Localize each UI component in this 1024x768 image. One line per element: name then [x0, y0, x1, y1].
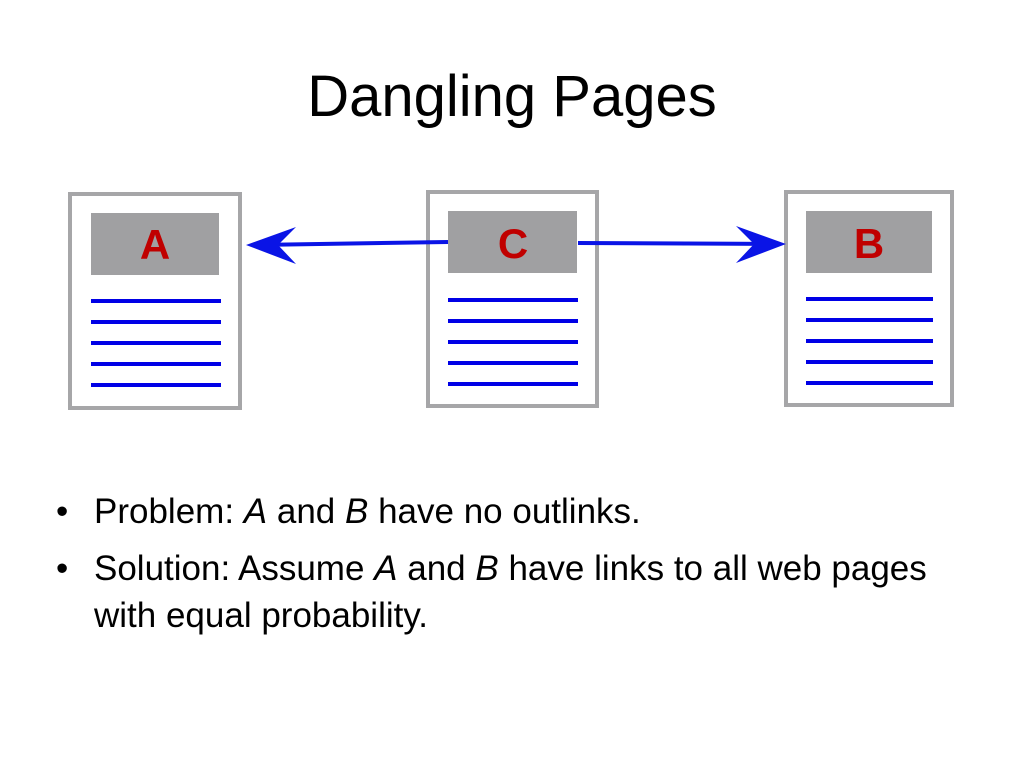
text-run-italic: B: [475, 549, 499, 588]
text-run: and: [267, 492, 345, 531]
text-run-italic: A: [243, 492, 268, 531]
page-b-text-lines: [806, 297, 933, 385]
page-a-text-lines: [91, 299, 221, 387]
slide-title: Dangling Pages: [307, 64, 717, 129]
text-run-italic: B: [345, 492, 369, 531]
page-b-label: B: [854, 220, 884, 267]
page-c-label: C: [498, 220, 528, 267]
bullet-marker: •: [56, 492, 69, 531]
page-b: B: [784, 190, 954, 407]
bullet-marker: •: [56, 549, 69, 588]
page-c-header: [448, 211, 577, 273]
page-b-header: [806, 211, 932, 273]
text-run: Problem:: [94, 492, 244, 531]
bullet-problem: • Problem: A and B have no outlinks.: [56, 488, 976, 535]
page-a-header: [91, 213, 219, 275]
link-c-to-b-arrow: [577, 226, 786, 263]
bullet-list: • Problem: A and B have no outlinks. • S…: [56, 488, 976, 649]
text-run: and: [397, 549, 476, 588]
bullet-text: Solution: Assume A and B have links to a…: [94, 549, 927, 635]
page-a: A: [68, 192, 242, 410]
link-c-to-a-arrow: [246, 227, 449, 264]
page-c: C: [426, 190, 599, 408]
bullet-solution: • Solution: Assume A and B have links to…: [56, 545, 976, 639]
page-c-text-lines: [448, 298, 578, 386]
text-run: Solution: Assume: [94, 549, 375, 588]
text-run: have no outlinks.: [368, 492, 641, 531]
link-diagram: A C B: [68, 190, 954, 410]
text-run-italic: A: [374, 549, 398, 588]
bullet-text: Problem: A and B have no outlinks.: [94, 492, 641, 531]
page-a-label: A: [140, 221, 170, 268]
text-run: have links to all web pages with equal p…: [94, 549, 927, 635]
